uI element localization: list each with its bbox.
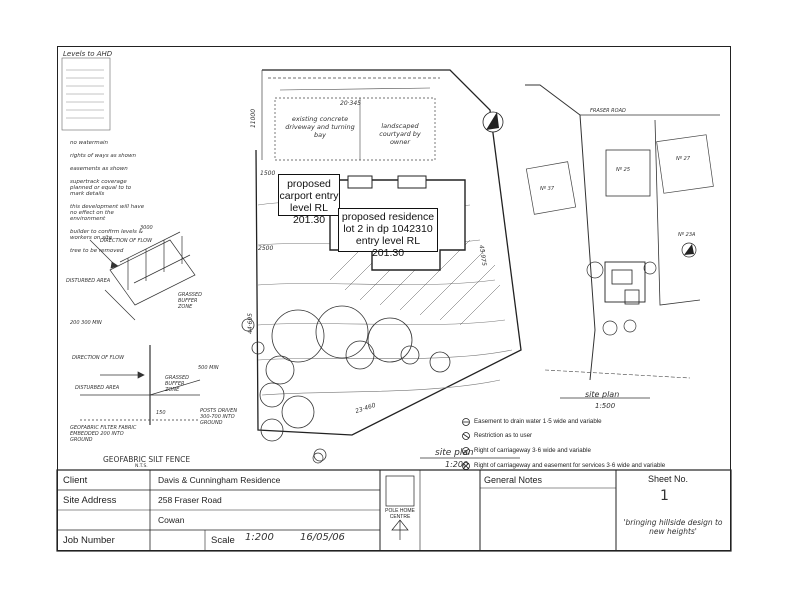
legend-easement: Easement to drain water 1·5 wide and var…: [474, 418, 602, 425]
courtyard-label: landscaped courtyard by owner: [379, 122, 421, 146]
dim-20345: 20·345: [340, 100, 361, 107]
fence-grassed-2: GRASSED BUFFER ZONE: [165, 375, 189, 393]
site-suburb-value: Cowan: [158, 515, 185, 525]
lot-37-label: Nº 37: [540, 186, 555, 192]
fence-geofabric: GEOFABRIC FILTER FABRIC EMBEDDED 200 INT…: [70, 425, 137, 443]
fence-nts: N.T.S.: [135, 464, 148, 469]
note-3: supertrack coverage planned or equal to …: [70, 179, 132, 197]
dim-1500: 1500: [260, 170, 276, 177]
site-plan-small-scale: 1:500: [595, 402, 616, 410]
site-plan-scale: 1:200: [445, 460, 469, 469]
note-0: no watermain: [70, 140, 109, 146]
fence-dim-150: 150: [156, 410, 166, 416]
job-number-label: Job Number: [63, 535, 115, 546]
fence-dim-3000: 3000: [140, 225, 153, 231]
dim-2500: 2500: [258, 245, 274, 252]
residence-line-3: entry level RL 201.30: [355, 235, 421, 259]
title-block-grid: [56, 469, 732, 552]
lot-boundary: [255, 69, 522, 436]
site-address-label: Site Address: [63, 495, 117, 506]
fence-title: GEOFABRIC SILT FENCE: [103, 455, 191, 464]
residence-label: proposed residence lot 2 in dp 1042310 e…: [338, 208, 438, 259]
trees: [241, 305, 451, 462]
site-plan-title: site plan: [435, 448, 474, 458]
lot-25-label: Nº 25: [616, 167, 631, 173]
note-6: tree to be removed: [70, 248, 124, 254]
site-plan-small-title: site plan: [585, 390, 620, 399]
client-label: Client: [63, 475, 88, 486]
slogan: 'bringing hillside design to new heights…: [623, 518, 723, 536]
levels-table: [61, 57, 111, 131]
silt-fence-detail: [80, 231, 201, 425]
pole-home-logo: [385, 475, 415, 540]
fence-dim-200-300: 200 300 MIN: [70, 320, 102, 326]
carport-label: proposed carport entry level RL 201.30: [278, 174, 340, 226]
fence-grassed: GRASSED BUFFER ZONE: [178, 292, 202, 310]
legend-restriction: Restriction as to user: [474, 432, 533, 439]
fence-posts: POSTS DRIVEN 300-700 INTO GROUND: [200, 408, 238, 426]
driveway-area: [274, 97, 436, 161]
note-5: builder to confirm levels & workers on s…: [70, 229, 143, 241]
sheet-no-label: Sheet No.: [648, 474, 689, 484]
fence-direction-2: DIRECTION OF FLOW: [72, 355, 125, 361]
lot-27-label: Nº 27: [676, 156, 691, 162]
fraser-road-label: FRASER ROAD: [590, 108, 626, 114]
scale-value: 1:200: [245, 532, 274, 543]
levels-heading: Levels to AHD: [63, 50, 113, 58]
north-arrow: [482, 111, 504, 133]
residence-line-2: lot 2 in dp 1042310: [343, 223, 433, 235]
site-address-value: 258 Fraser Road: [158, 495, 222, 505]
dim-11000: 11000: [250, 108, 258, 129]
logo-text: POLE HOME CENTRE: [385, 508, 415, 520]
fence-disturbed-2: DISTURBED AREA: [75, 385, 120, 391]
note-4: this development will have no effect on …: [70, 204, 145, 222]
date-value: 16/05/06: [300, 532, 345, 543]
sheet-no-value: 1: [660, 488, 669, 504]
note-1: rights of ways as shown: [70, 153, 137, 159]
fence-disturbed: DISTURBED AREA: [66, 278, 111, 284]
legend-carriageway: Right of carriageway 3·6 wide and variab…: [474, 447, 591, 454]
driveway-label: existing concrete driveway and turning b…: [285, 115, 355, 139]
note-2: easements as shown: [70, 166, 128, 172]
levels-notes: no watermain rights of ways as shown eas…: [70, 140, 190, 254]
scale-label: Scale: [211, 535, 235, 546]
client-value: Davis & Cunningham Residence: [158, 475, 281, 485]
fence-dim-500: 500 MIN: [198, 365, 219, 371]
lot-23a-label: Nº 23A: [678, 232, 696, 238]
north-arrow-small: [681, 242, 697, 258]
fence-direction: DIRECTION OF FLOW: [100, 238, 153, 244]
dim-44695: 44·695: [247, 313, 254, 334]
residence-line-1: proposed residence: [341, 211, 435, 223]
legend-carriageway-services: Right of carriageway and easement for se…: [474, 462, 666, 469]
general-notes-label: General Notes: [484, 475, 543, 485]
